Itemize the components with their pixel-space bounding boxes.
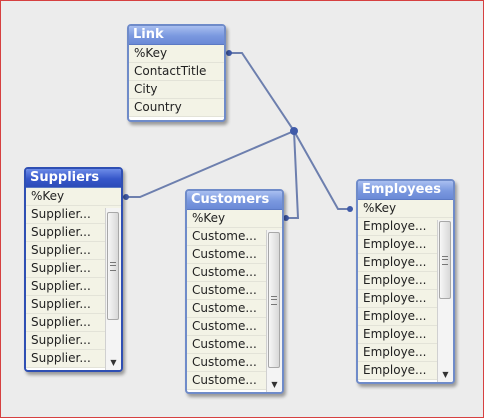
- field-row[interactable]: City: [129, 81, 224, 99]
- field-row[interactable]: Supplier...: [26, 206, 121, 224]
- table-employees-title[interactable]: Employees: [358, 181, 453, 200]
- field-row[interactable]: Custome...: [187, 228, 282, 246]
- table-employees[interactable]: Employees %Key Employe... Employe... Emp…: [356, 179, 455, 384]
- field-row[interactable]: Supplier...: [26, 224, 121, 242]
- field-row[interactable]: Employe...: [358, 254, 453, 272]
- field-row[interactable]: ContactTitle: [129, 63, 224, 81]
- table-suppliers[interactable]: Suppliers %Key Supplier... Supplier... S…: [24, 167, 123, 372]
- table-customers-fields: %Key Custome... Custome... Custome... Cu…: [187, 210, 282, 392]
- table-suppliers-fields: %Key Supplier... Supplier... Supplier...…: [26, 188, 121, 370]
- scroll-down-arrow-icon[interactable]: ▼: [110, 358, 117, 367]
- field-row[interactable]: Custome...: [187, 282, 282, 300]
- field-row[interactable]: Custome...: [187, 300, 282, 318]
- field-row[interactable]: %Key: [358, 200, 453, 218]
- table-customers-scrollbar[interactable]: ▼: [266, 230, 282, 392]
- field-row[interactable]: Supplier...: [26, 332, 121, 350]
- scroll-thumb[interactable]: [439, 221, 451, 299]
- field-row[interactable]: Custome...: [187, 336, 282, 354]
- field-row[interactable]: Custome...: [187, 372, 282, 390]
- field-row[interactable]: Custome...: [187, 354, 282, 372]
- table-suppliers-title[interactable]: Suppliers: [26, 169, 121, 188]
- scroll-grip-icon: [271, 296, 277, 305]
- table-suppliers-scrollbar[interactable]: ▼: [105, 208, 121, 370]
- field-row[interactable]: %Key: [129, 45, 224, 63]
- scroll-grip-icon: [110, 262, 116, 271]
- field-row[interactable]: Supplier...: [26, 242, 121, 260]
- field-row[interactable]: %Key: [187, 210, 282, 228]
- table-employees-fields: %Key Employe... Employe... Employe... Em…: [358, 200, 453, 382]
- field-row[interactable]: Employe...: [358, 362, 453, 380]
- scroll-down-arrow-icon[interactable]: ▼: [271, 380, 278, 389]
- field-row[interactable]: Supplier...: [26, 314, 121, 332]
- scroll-thumb[interactable]: [107, 212, 119, 320]
- field-row[interactable]: Employe...: [358, 218, 453, 236]
- field-row[interactable]: Custome...: [187, 246, 282, 264]
- field-row[interactable]: Employe...: [358, 236, 453, 254]
- field-row[interactable]: Employe...: [358, 272, 453, 290]
- field-row[interactable]: Supplier...: [26, 350, 121, 368]
- field-row[interactable]: Employe...: [358, 290, 453, 308]
- field-row[interactable]: Employe...: [358, 344, 453, 362]
- field-row[interactable]: Custome...: [187, 264, 282, 282]
- field-row[interactable]: Supplier...: [26, 278, 121, 296]
- table-link-fields: %Key ContactTitle City Country: [129, 45, 224, 117]
- table-customers-title[interactable]: Customers: [187, 191, 282, 210]
- table-link[interactable]: Link %Key ContactTitle City Country: [127, 24, 226, 122]
- field-row[interactable]: Supplier...: [26, 260, 121, 278]
- field-row[interactable]: Employe...: [358, 308, 453, 326]
- scroll-thumb[interactable]: [268, 232, 280, 368]
- field-row[interactable]: Supplier...: [26, 296, 121, 314]
- table-employees-scrollbar[interactable]: ▼: [437, 220, 453, 382]
- field-row[interactable]: Custome...: [187, 318, 282, 336]
- scroll-grip-icon: [442, 256, 448, 265]
- field-row[interactable]: Employe...: [358, 326, 453, 344]
- field-row[interactable]: Country: [129, 99, 224, 117]
- table-link-title[interactable]: Link: [129, 26, 224, 45]
- table-customers[interactable]: Customers %Key Custome... Custome... Cus…: [185, 189, 284, 394]
- scroll-down-arrow-icon[interactable]: ▼: [442, 370, 449, 379]
- field-row[interactable]: %Key: [26, 188, 121, 206]
